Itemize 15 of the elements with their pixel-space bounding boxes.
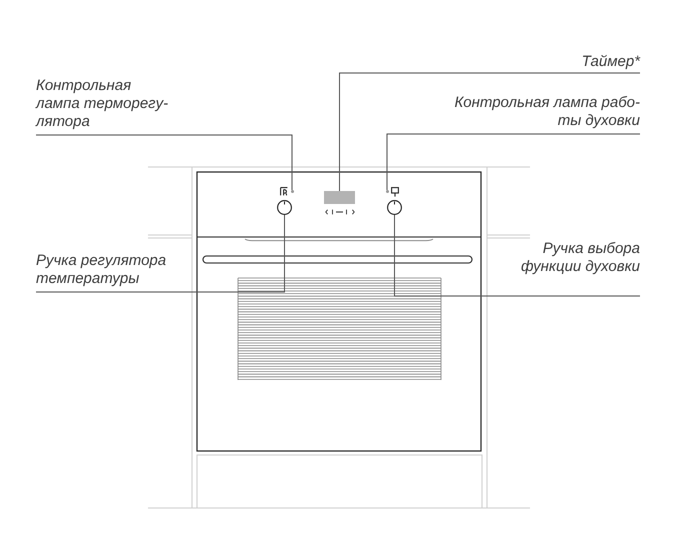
leader-line [386, 134, 640, 190]
leader-line [36, 214, 285, 292]
control-knob [277, 200, 292, 215]
callout-label: Ручка выбора функции духовки [520, 240, 640, 276]
leader-line [394, 214, 640, 296]
indicator-lamp [290, 190, 294, 193]
leader-line [339, 72, 640, 192]
callout-label: Ручка регулятора температуры [36, 252, 168, 288]
indicator-lamp [386, 190, 388, 193]
callout-label: Контрольная лампа рабо- ты духовки [453, 94, 640, 130]
control-knob [387, 200, 402, 215]
leader-line [36, 134, 292, 190]
timer-display [324, 191, 355, 204]
callout-label: Контрольная лампа терморегу- лятора [36, 77, 170, 131]
callout-label: Таймер* [582, 53, 640, 71]
